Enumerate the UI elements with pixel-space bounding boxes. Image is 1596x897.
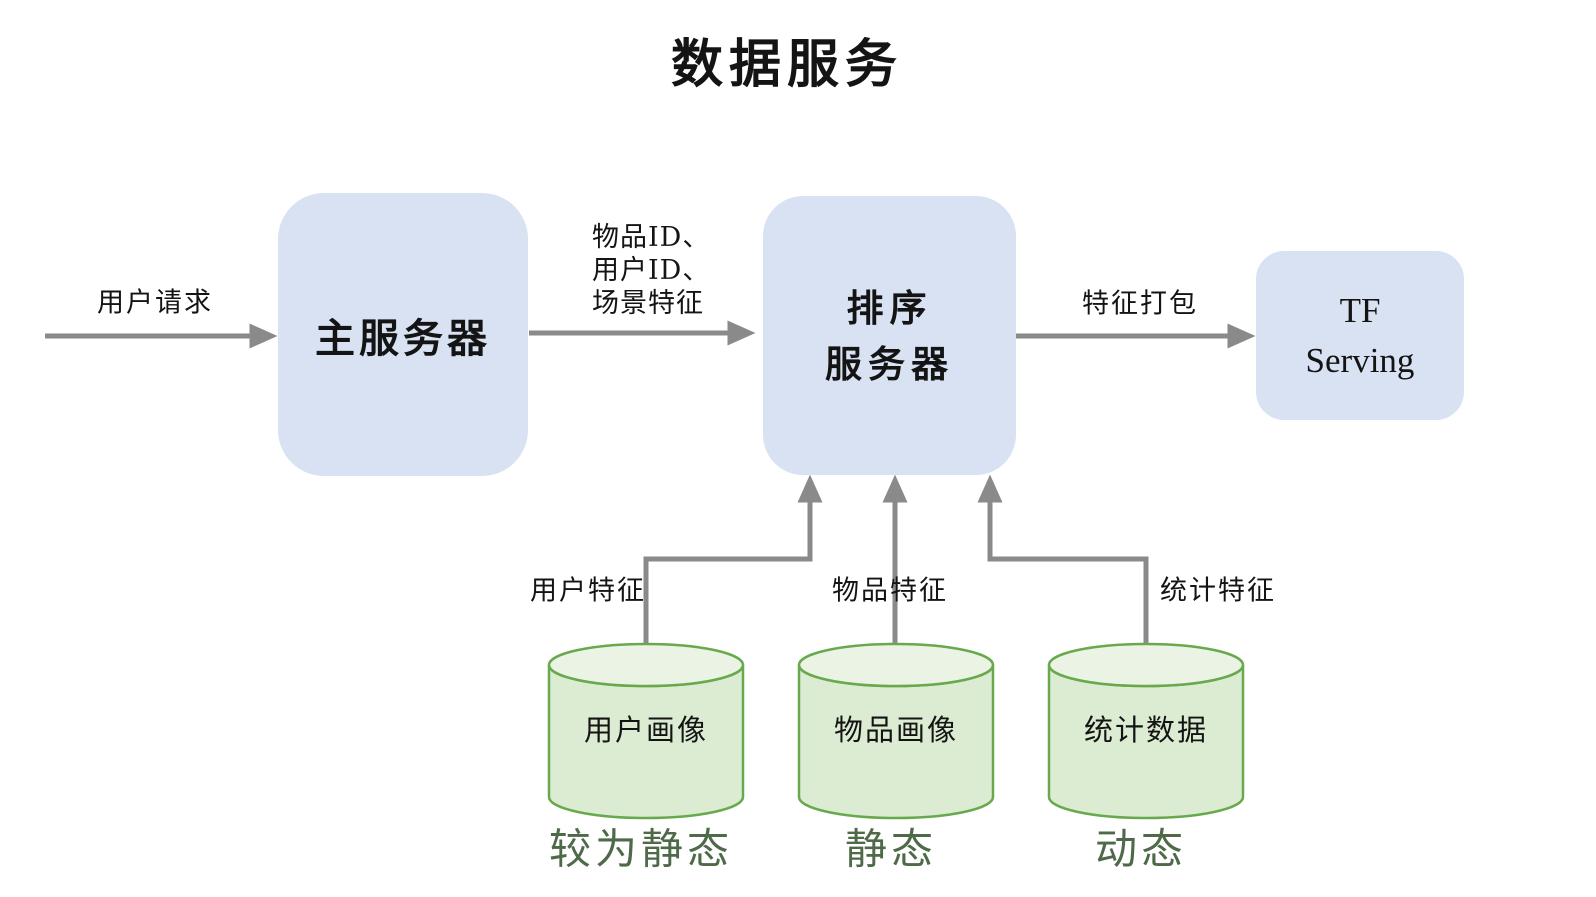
item-profile-db-caption: 静态	[844, 824, 938, 874]
feature-pack-label: 特征打包	[1082, 288, 1198, 320]
main-server-node: 主服务器	[278, 193, 528, 476]
rank-server-node: 排序 服务器	[763, 196, 1016, 475]
database-cylinder-statistics	[1047, 642, 1245, 820]
database-cylinder-item-profile	[797, 642, 995, 820]
item-features-label: 物品特征	[832, 575, 948, 607]
diagram-title: 数据服务	[670, 34, 904, 95]
user-features-connector	[643, 474, 823, 652]
stat-features-label: 统计特征	[1160, 575, 1276, 607]
rank-input-label-line1: 物品ID、	[592, 222, 711, 253]
rank-input-label-line3: 场景特征	[592, 288, 704, 319]
statistics-db-caption: 动态	[1094, 824, 1188, 874]
rank-server-label-line2: 服务器	[825, 341, 954, 386]
tf-serving-label-line2: Serving	[1305, 340, 1415, 380]
database-cylinder-user-profile	[547, 642, 745, 820]
statistics-db-label: 统计数据	[1083, 713, 1209, 747]
user-features-label: 用户特征	[530, 575, 646, 607]
rank-server-label-line1: 排序	[846, 285, 933, 330]
rank-input-label-line2: 用户ID、	[592, 255, 711, 286]
tf-serving-label-line1: TF	[1339, 290, 1381, 330]
rank-input-label: 物品ID、 用户ID、 场景特征	[592, 221, 710, 320]
user-request-label: 用户请求	[97, 287, 213, 319]
user-profile-db-caption: 较为静态	[548, 824, 734, 874]
user-profile-db-label: 用户画像	[583, 713, 709, 747]
tf-serving-node: TF Serving	[1256, 251, 1464, 420]
item-profile-db-label: 物品画像	[833, 713, 959, 747]
main-server-label: 主服务器	[315, 314, 491, 362]
stat-features-connector	[977, 474, 1149, 652]
